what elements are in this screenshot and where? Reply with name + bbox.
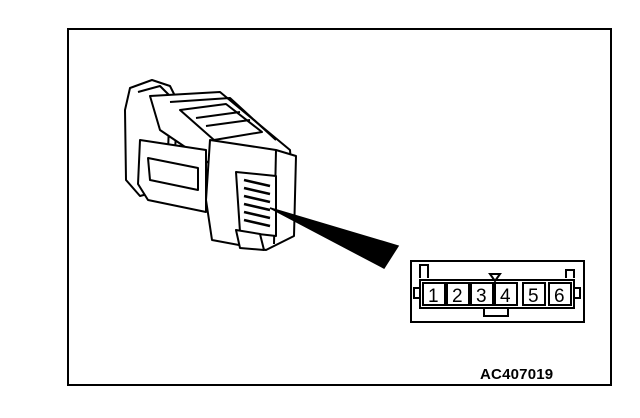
pin-label-3: 3 bbox=[476, 286, 487, 307]
pin-label-5: 5 bbox=[528, 286, 539, 307]
pin-label-6: 6 bbox=[554, 286, 565, 307]
pin-label-4: 4 bbox=[500, 286, 511, 307]
connector-body bbox=[124, 79, 297, 251]
connector-face-diagram bbox=[410, 260, 585, 323]
pin-label-2: 2 bbox=[452, 286, 463, 307]
figure-frame bbox=[67, 28, 612, 386]
pin-cavity-lines bbox=[243, 178, 271, 228]
callout-pointer bbox=[269, 207, 400, 269]
figure-reference-code: AC407019 bbox=[480, 366, 554, 383]
pin-label-1: 1 bbox=[428, 286, 439, 307]
